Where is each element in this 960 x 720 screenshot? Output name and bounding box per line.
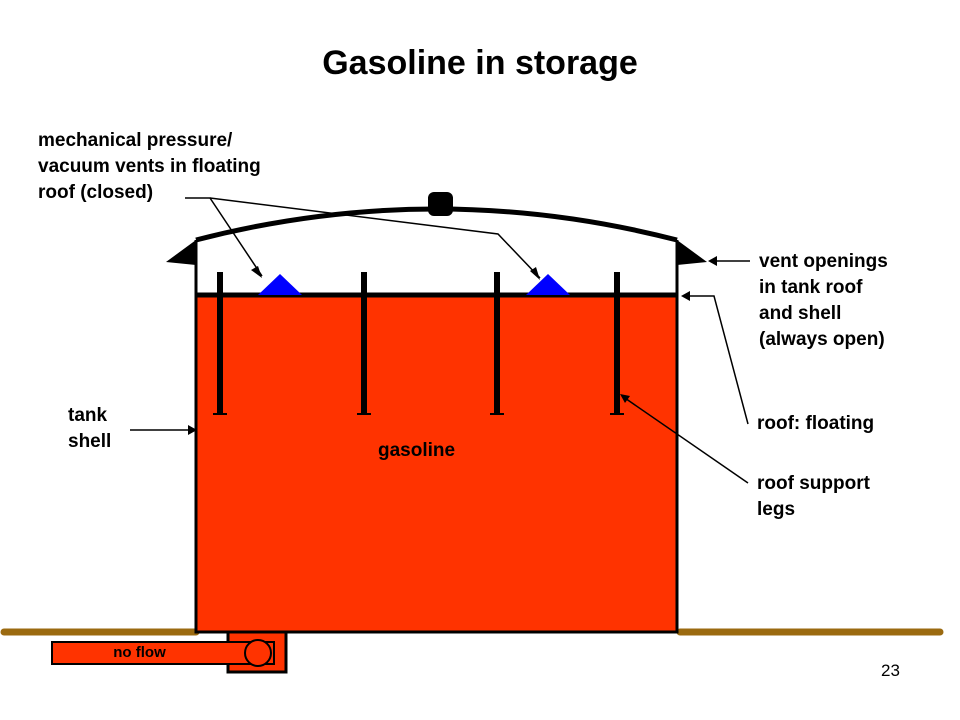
vent-opening-right: [677, 240, 707, 265]
arrow-heads: [188, 256, 717, 435]
no-flow-label: no flow: [113, 644, 166, 661]
vent-opening-left: [166, 240, 196, 265]
page-number: 23: [881, 661, 900, 680]
support-legs-label: roof support legs: [757, 473, 870, 520]
pressure-vacuum-vent-right: [526, 274, 570, 295]
outlet-valve: [244, 639, 272, 667]
outlet-pipe: [51, 641, 275, 665]
vents-label: mechanical pressure/ vacuum vents in flo…: [38, 130, 261, 203]
gasoline-fill: [194, 293, 679, 634]
tank-shell-label: tank shell: [68, 405, 112, 452]
roof-floating-label: roof: floating: [757, 413, 875, 434]
leader-lines: [130, 197, 750, 484]
diagram-title: Gasoline in storage: [322, 44, 638, 82]
roof-support-legs: [213, 272, 624, 415]
roof-cap: [428, 192, 453, 216]
pressure-vacuum-vent-left: [258, 274, 302, 295]
gasoline-label: gasoline: [378, 440, 456, 461]
vent-openings-label: vent openings in tank roof and shell (al…: [759, 251, 888, 350]
